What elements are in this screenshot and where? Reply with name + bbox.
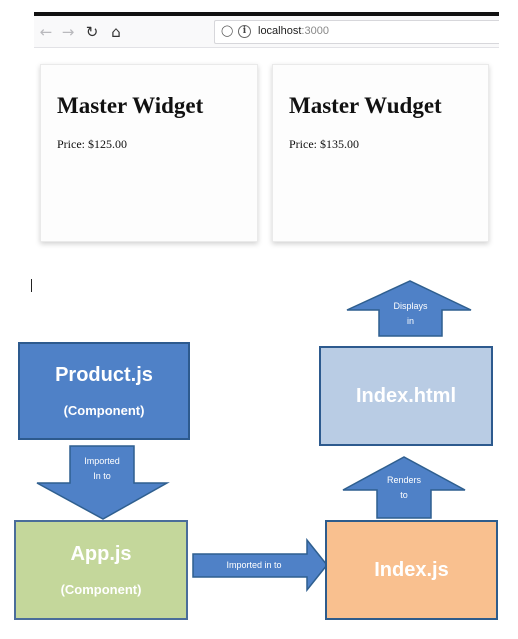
box-title: Index.js [374, 558, 449, 581]
arrow-renders-up [342, 456, 466, 519]
box-subtitle: (Component) [63, 403, 145, 418]
product-card: Master Widget Price: $125.00 [40, 64, 258, 242]
home-icon[interactable]: ⌂ [111, 23, 121, 41]
index-html-box: Index.html [319, 346, 493, 446]
arrow-label-renders: Renders to [386, 475, 422, 500]
url-text[interactable]: localhost:3000 [258, 25, 329, 37]
forward-arrow-icon[interactable]: → [61, 23, 75, 41]
product-price: Price: $135.00 [289, 137, 359, 151]
box-title: Index.html [355, 384, 456, 407]
product-js-box: Product.js (Component) [18, 342, 190, 440]
arrow-label-displays: Displays in [393, 301, 428, 326]
app-js-box: App.js (Component) [14, 520, 188, 620]
shield-icon[interactable]: ◯ [221, 24, 234, 37]
address-bar[interactable]: ◯ i localhost:3000 [214, 20, 499, 44]
info-icon[interactable]: i [238, 25, 251, 38]
product-price: Price: $125.00 [57, 137, 127, 151]
arrow-label-imported: Imported In to [84, 456, 120, 481]
box-subtitle: (Component) [60, 582, 142, 597]
text-cursor [31, 279, 32, 292]
arrow-imported-right [192, 537, 328, 593]
arrow-imported-down [36, 445, 170, 520]
box-title: Product.js [55, 364, 153, 386]
product-title: Master Wudget [289, 93, 442, 118]
reload-icon[interactable]: ↻ [85, 23, 99, 41]
arrow-label-imported-in-to: Imported in to [226, 560, 282, 570]
product-card: Master Wudget Price: $135.00 [272, 64, 489, 242]
product-title: Master Widget [57, 93, 204, 118]
back-arrow-icon[interactable]: ← [39, 23, 53, 41]
tab-strip [34, 12, 499, 16]
index-js-box: Index.js [325, 520, 498, 620]
box-title: App.js [70, 543, 132, 565]
arrow-displays-up [346, 280, 472, 337]
browser-toolbar: ← → ↻ ⌂ ◯ i localhost:3000 [34, 16, 499, 48]
